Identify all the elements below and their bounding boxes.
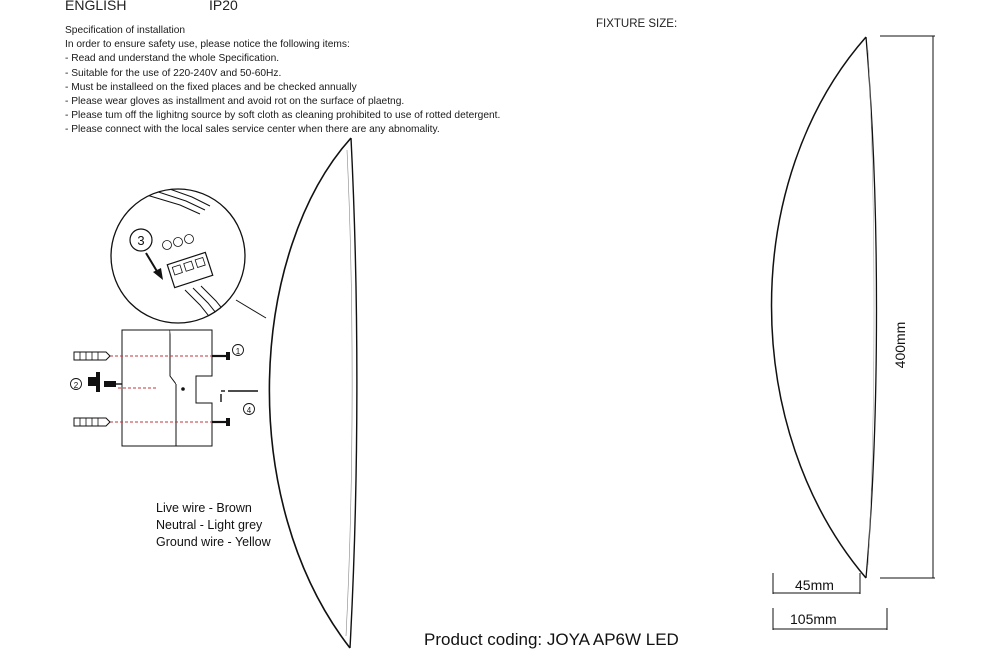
step-2-marker — [70, 378, 82, 390]
depth-dimension-105 — [772, 608, 888, 630]
depth-small-label: 45mm — [795, 577, 834, 593]
specification-title: Specification of installation — [65, 25, 186, 36]
depth-large-label: 105mm — [790, 611, 837, 627]
step-3-marker — [129, 228, 153, 252]
fixture-size-title: FIXTURE SIZE: — [596, 18, 678, 30]
wiring-legend: Live wire - Brown Neutral - Light grey G… — [156, 500, 271, 551]
ip-rating-label: IP20 — [209, 0, 238, 13]
screw-top — [212, 352, 230, 360]
neutral-wire-label: Neutral - Light grey — [156, 518, 263, 532]
wall-plug-bottom — [73, 417, 111, 427]
spec-item: - Suitable for the use of 220-240V and 5… — [65, 67, 282, 79]
product-coding-label: Product coding: — [424, 630, 543, 649]
wall-plug-top — [73, 351, 111, 361]
ground-wire-label: Ground wire - Yellow — [156, 535, 271, 549]
fixture-size-view — [770, 36, 878, 579]
bracket-clip — [88, 372, 122, 392]
language-label: ENGLISH — [65, 0, 127, 13]
svg-text:4: 4 — [247, 406, 252, 415]
spec-item: - Please connect with the local sales se… — [65, 124, 440, 136]
product-coding: Product coding: JOYA AP6W LED — [424, 630, 679, 650]
svg-text:2: 2 — [74, 381, 79, 390]
screw-side — [220, 390, 258, 402]
spec-item: - Must be installeed on the fixed places… — [65, 81, 357, 93]
svg-text:1: 1 — [236, 347, 241, 356]
height-dimension — [880, 35, 935, 579]
step-1-marker — [232, 344, 244, 356]
depth-dimension-45 — [772, 573, 861, 594]
live-wire-label: Live wire - Brown — [156, 501, 252, 515]
height-dimension-label: 400mm — [892, 321, 908, 369]
step-3-label: 3 — [137, 233, 144, 248]
screw-bottom — [212, 418, 230, 426]
specification-block: Specification of installation In order t… — [65, 24, 500, 138]
product-code: JOYA AP6W LED — [546, 630, 679, 649]
specification-intro: In order to ensure safety use, please no… — [65, 39, 350, 51]
spec-item: - Please tum off the lighitng source by … — [65, 110, 501, 122]
mounting-plate — [110, 329, 214, 447]
step-4-marker — [243, 403, 255, 415]
spec-item: - Please wear gloves as installment and … — [65, 96, 405, 108]
spec-item: - Read and understand the whole Specific… — [65, 53, 280, 65]
terminal-block-callout: 3 — [110, 188, 267, 324]
fixture-installation-view — [268, 137, 358, 649]
